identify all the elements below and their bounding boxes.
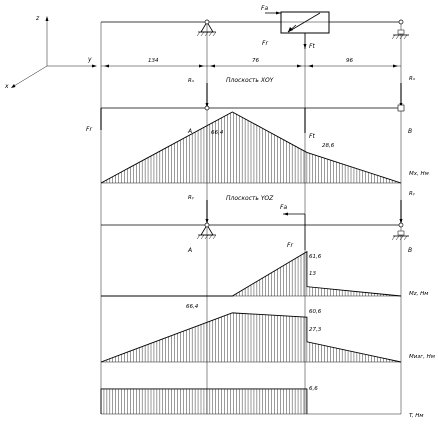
mizg-value-1: 66,4	[186, 304, 199, 310]
diagram-labels: 66,4 28,6 Mx, Нм 61,6 13 Mz, Нм 66,4 60,…	[186, 130, 435, 419]
force-ft-xoy-label: Ft	[309, 133, 315, 140]
moment-diagrams	[100, 111, 402, 414]
total-bending-moment-outline	[100, 312, 402, 363]
force-fa-label: Fa	[261, 5, 268, 12]
mizg-value-3: 27,3	[309, 327, 322, 333]
bending-moment-plane-xoy	[100, 111, 402, 184]
plane-yoz-title: Плоскость YOZ	[226, 195, 274, 202]
force-fr-arrow: Fr	[262, 24, 297, 47]
x-axis	[13, 65, 48, 87]
y-axis-arrow-icon	[92, 64, 97, 68]
pin-b-xoy	[397, 104, 405, 112]
coordinate-axes: z y x	[4, 15, 97, 90]
plane-xoy-scheme: Плоскость ХОY Rₓ Rₓ Fr Ft A B	[86, 76, 416, 140]
gear-box	[280, 11, 330, 34]
reaction-bx-label: Rₓ	[409, 76, 416, 82]
torque-value: 6,6	[309, 386, 318, 392]
torque-outline	[100, 388, 308, 414]
reaction-ax-label: Rₓ	[188, 78, 195, 84]
reaction-arrow-icon	[205, 103, 209, 108]
reaction-arrow-icon	[399, 219, 403, 224]
bending-moment-plane-xoy-outline	[100, 111, 402, 184]
mz-value-2: 13	[309, 271, 316, 277]
dim-arrow-icon	[104, 64, 109, 68]
mizg-axis-label: Mизг, Нм	[409, 354, 435, 360]
reaction-ay-label: Rᵧ	[188, 195, 195, 201]
mz-value-1: 61,6	[309, 254, 322, 260]
support-a-top	[196, 19, 217, 37]
dim-arrow-icon	[199, 64, 204, 68]
torque	[100, 388, 308, 414]
support-b-label-xoy: B	[408, 128, 412, 135]
torque-axis-label: T, Нм	[409, 413, 424, 419]
dimension-1: 134	[148, 58, 159, 64]
mx-value-2: 28,6	[322, 143, 335, 149]
bending-moment-plane-yoz	[101, 250, 402, 297]
dimension-2: 76	[252, 58, 259, 64]
dimension-3: 96	[346, 58, 353, 64]
mz-axis-label: Mz, Нм	[409, 291, 428, 297]
force-arrow-icon	[283, 212, 288, 216]
force-ft-arrow: Ft	[303, 33, 315, 50]
mx-axis-label: Mx, Нм	[409, 171, 429, 177]
axis-label-x: x	[4, 83, 9, 90]
mx-value-1: 66,4	[211, 130, 224, 136]
plane-yoz-scheme: Плоскость YOZ Rᵧ Rᵧ Fa Fr	[187, 191, 416, 254]
dim-arrow-icon	[210, 64, 215, 68]
reaction-arrow-icon	[205, 219, 209, 224]
plane-xoy-title: Плоскость ХОY	[226, 77, 275, 84]
support-a-label-xoy: A	[187, 128, 192, 135]
top-scheme: Fa Fr Ft	[196, 5, 409, 50]
support-a-label-yoz: A	[187, 247, 192, 254]
force-ft-label: Ft	[309, 43, 315, 50]
support-a-yoz	[196, 222, 217, 240]
axis-label-y: y	[87, 56, 92, 63]
reaction-by-label: Rᵧ	[409, 191, 416, 197]
dim-arrow-icon	[393, 64, 398, 68]
total-bending-moment	[100, 312, 402, 363]
force-fa-arrow: Fa	[261, 5, 281, 15]
force-fr-label: Fr	[262, 40, 268, 47]
support-b-yoz	[391, 222, 409, 241]
force-fa-yoz-label: Fa	[280, 204, 287, 211]
support-b-top	[391, 19, 409, 40]
x-axis-arrow-icon	[11, 84, 16, 88]
support-b-label-yoz: B	[408, 247, 412, 254]
dimension-line: 134 76 96	[101, 58, 401, 68]
z-axis-arrow-icon	[45, 16, 49, 21]
axis-label-z: z	[35, 15, 40, 22]
mizg-value-2: 60,6	[309, 309, 322, 315]
dim-arrow-icon	[308, 64, 313, 68]
force-fr-xoy-label: Fr	[86, 126, 92, 133]
dim-arrow-icon	[297, 64, 302, 68]
pin-a-xoy	[204, 105, 210, 111]
bending-moment-plane-yoz-outline	[101, 250, 402, 297]
force-fr-yoz-label: Fr	[287, 242, 293, 249]
